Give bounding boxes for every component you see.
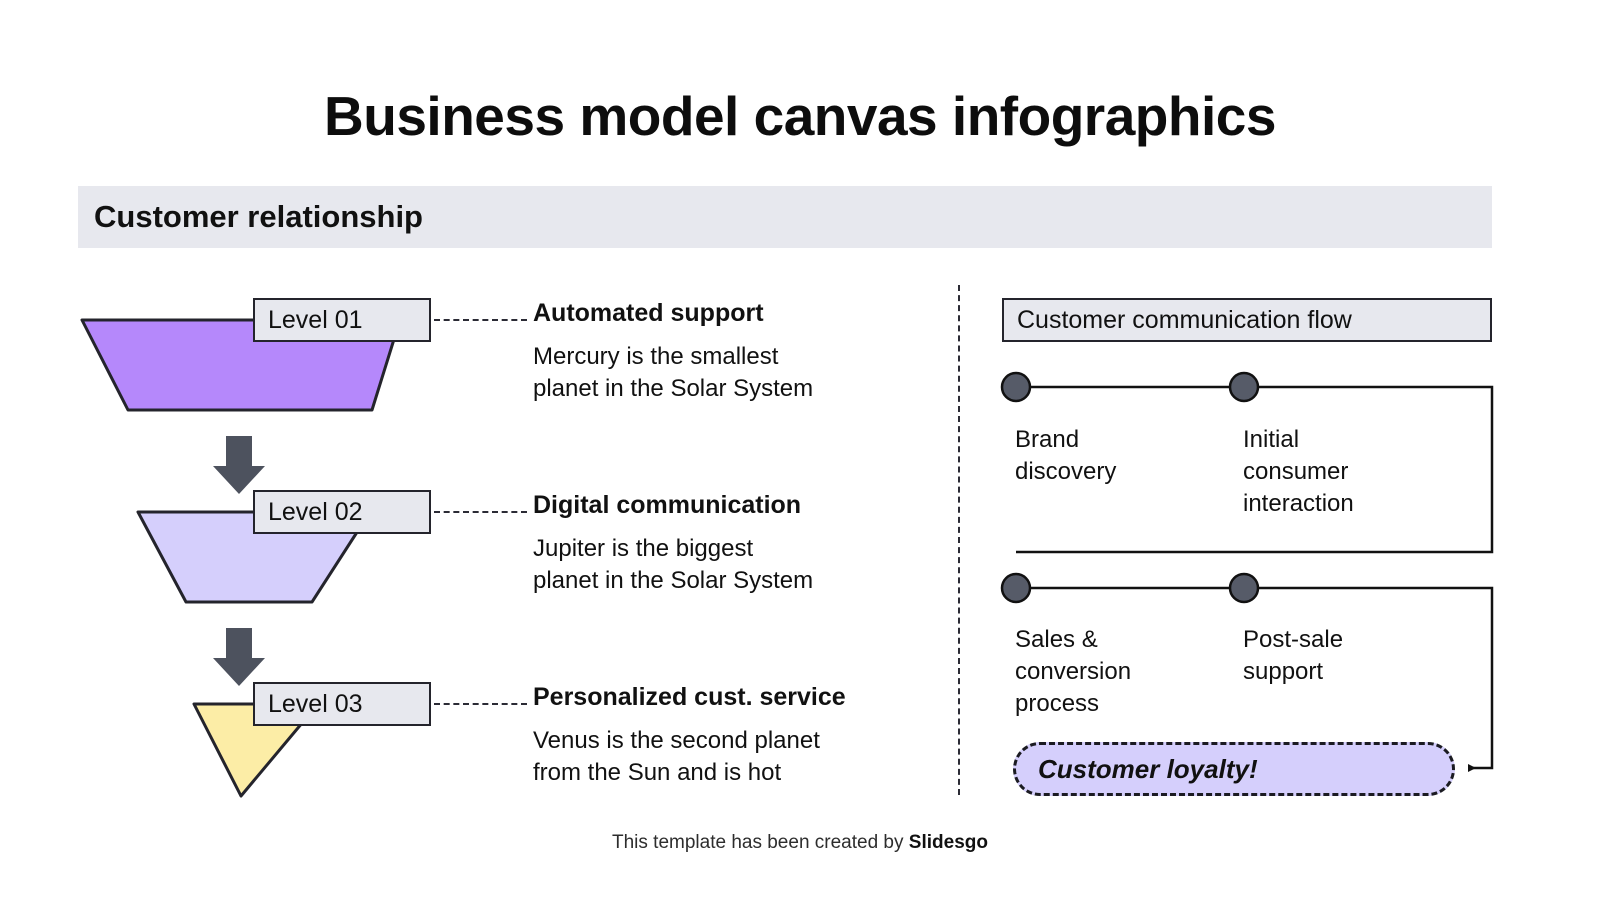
level-box-1-label: Level 01 xyxy=(268,306,363,334)
panel-divider xyxy=(958,285,960,795)
description-title-3: Personalized cust. service xyxy=(533,683,846,711)
level-box-3[interactable]: Level 03 xyxy=(253,682,431,726)
flow-node-0-label: Brand discovery xyxy=(1015,424,1230,488)
dashed-connector-3 xyxy=(434,703,527,705)
page-title: Business model canvas infographics xyxy=(324,85,1276,147)
down-arrow-2-icon xyxy=(213,628,265,686)
customer-loyalty-label: Customer loyalty! xyxy=(1038,754,1258,784)
flow-node-0-line-1: Brand xyxy=(1015,426,1080,453)
funnel-diagram xyxy=(80,318,402,798)
dashed-connector-1 xyxy=(434,319,527,321)
flow-node-2-dot[interactable] xyxy=(1000,572,1032,604)
description-block-2: Digital communication Jupiter is the big… xyxy=(533,490,933,597)
section-header-bar: Customer relationship xyxy=(78,186,1492,248)
flow-node-3-label: Post-sale support xyxy=(1243,624,1458,688)
flow-header-label: Customer communication flow xyxy=(1017,306,1352,334)
level-box-2-label: Level 02 xyxy=(268,498,363,526)
flow-node-1-label: Initial consumer interaction xyxy=(1243,424,1458,520)
description-body-3-line-1: Venus is the second planet xyxy=(533,727,820,754)
description-body-2-line-2: planet in the Solar System xyxy=(533,566,814,594)
down-arrow-1-icon xyxy=(213,436,265,494)
section-header-label: Customer relationship xyxy=(94,199,423,234)
description-body-3-line-2: from the Sun and is hot xyxy=(533,758,782,786)
flow-node-2-line-1: Sales & xyxy=(1015,626,1098,653)
flow-node-2-line-3: process xyxy=(1015,689,1100,717)
description-block-1: Automated support Mercury is the smalles… xyxy=(533,298,933,405)
flow-node-1-line-1: Initial xyxy=(1243,426,1300,453)
footer-brand: Slidesgo xyxy=(908,832,988,853)
description-block-3: Personalized cust. service Venus is the … xyxy=(533,682,933,789)
flow-node-1-line-2: consumer xyxy=(1243,457,1349,485)
description-title-2: Digital communication xyxy=(533,491,802,519)
flow-node-3-line-2: support xyxy=(1243,657,1324,685)
flow-node-2-line-2: conversion xyxy=(1015,657,1132,685)
description-body-2-line-1: Jupiter is the biggest xyxy=(533,535,754,562)
flow-node-3-line-1: Post-sale xyxy=(1243,626,1344,653)
flow-node-0-line-2: discovery xyxy=(1015,457,1117,485)
description-body-1-line-2: planet in the Solar System xyxy=(533,374,814,402)
description-body-1: Mercury is the smallest planet in the So… xyxy=(533,341,933,405)
description-body-1-line-1: Mercury is the smallest xyxy=(533,343,779,370)
description-title-1: Automated support xyxy=(533,299,764,327)
customer-loyalty-pill: Customer loyalty! xyxy=(1013,742,1455,796)
level-box-3-label: Level 03 xyxy=(268,690,363,718)
flow-node-3-dot[interactable] xyxy=(1228,572,1260,604)
flow-connector-diagram xyxy=(1000,371,1494,772)
footer-credit: This template has been created by Slides… xyxy=(0,832,1600,854)
flow-node-0-dot[interactable] xyxy=(1000,371,1032,403)
footer-text: This template has been created by xyxy=(612,832,909,853)
description-body-2: Jupiter is the biggest planet in the Sol… xyxy=(533,533,933,597)
flow-node-2-label: Sales & conversion process xyxy=(1015,624,1230,720)
flow-header-box: Customer communication flow xyxy=(1002,298,1492,342)
level-box-2[interactable]: Level 02 xyxy=(253,490,431,534)
flow-node-1-dot[interactable] xyxy=(1228,371,1260,403)
description-body-3: Venus is the second planet from the Sun … xyxy=(533,725,933,789)
level-box-1[interactable]: Level 01 xyxy=(253,298,431,342)
dashed-connector-2 xyxy=(434,511,527,513)
flow-node-1-line-3: interaction xyxy=(1243,489,1354,517)
